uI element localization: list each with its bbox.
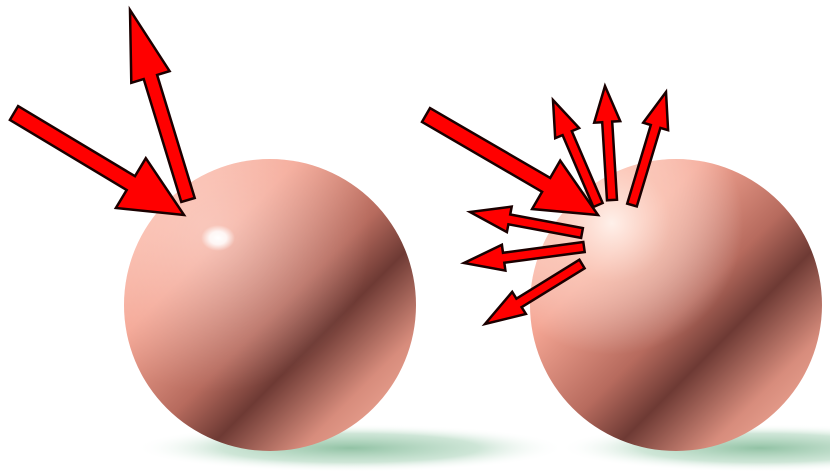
specular-highlight bbox=[201, 225, 235, 251]
